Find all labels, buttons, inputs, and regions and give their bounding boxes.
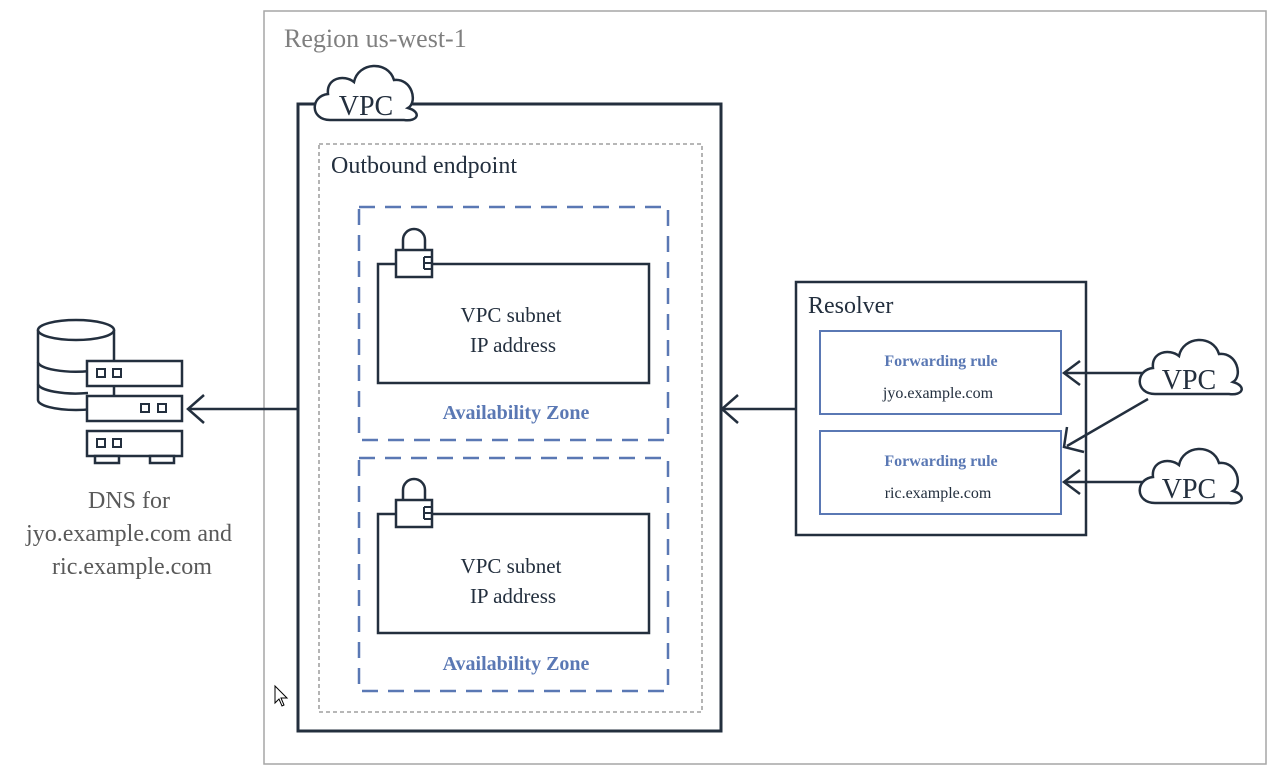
arrow-to-forwarding-rule bbox=[1061, 469, 1142, 495]
forwarding-rule-box bbox=[819, 330, 1062, 415]
outbound-endpoint-label: Outbound endpoint bbox=[331, 153, 517, 179]
source-vpc-label: VPC bbox=[1162, 365, 1216, 396]
forwarding-rule-domain: ric.example.com bbox=[885, 485, 992, 502]
subnet-line1: VPC subnet bbox=[461, 554, 562, 578]
availability-zone-label: Availability Zone bbox=[443, 653, 590, 675]
dns-label-line2: jyo.example.com and bbox=[25, 521, 232, 547]
arrow-to-forwarding-rule bbox=[1061, 360, 1142, 386]
resolver-label: Resolver bbox=[808, 293, 893, 319]
vpc-boundary bbox=[296, 102, 723, 733]
availability-zone-boundary bbox=[357, 456, 670, 693]
availability-zone-boundary bbox=[357, 205, 670, 442]
vpc-subnet-box bbox=[376, 512, 651, 635]
forwarding-rule-domain: jyo.example.com bbox=[882, 385, 994, 402]
subnet-line2: IP address bbox=[470, 333, 556, 357]
lock-icon bbox=[394, 477, 434, 529]
region-boundary bbox=[263, 10, 1267, 765]
dns-label-line3: ric.example.com bbox=[52, 554, 212, 580]
vpc-subnet-box bbox=[376, 262, 651, 385]
outbound-endpoint-boundary bbox=[318, 143, 703, 713]
vpc-label: VPC bbox=[339, 91, 393, 122]
arrow-to-vpc bbox=[720, 394, 796, 424]
subnet-line1: VPC subnet bbox=[461, 303, 562, 327]
dns-label-line1: DNS for bbox=[88, 488, 170, 514]
arrow-to-forwarding-rule bbox=[1062, 397, 1149, 454]
subnet-line2: IP address bbox=[470, 584, 556, 608]
forwarding-rule-title: Forwarding rule bbox=[884, 353, 997, 370]
arrow-to-dns bbox=[186, 394, 298, 424]
availability-zone-label: Availability Zone bbox=[443, 402, 590, 424]
source-vpc-label: VPC bbox=[1162, 474, 1216, 505]
lock-icon bbox=[394, 227, 434, 279]
mouse-cursor-icon bbox=[274, 684, 289, 707]
dns-server-icon bbox=[36, 318, 184, 465]
forwarding-rule-box bbox=[819, 430, 1062, 515]
region-label: Region us-west-1 bbox=[284, 24, 467, 53]
forwarding-rule-title: Forwarding rule bbox=[884, 453, 997, 470]
